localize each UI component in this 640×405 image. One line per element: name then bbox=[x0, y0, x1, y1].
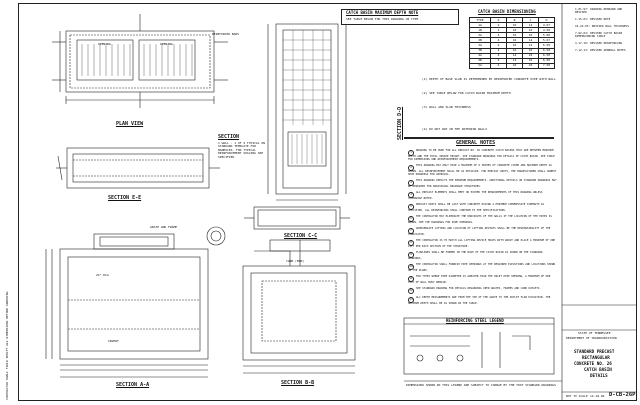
section-callout-title: SECTION bbox=[218, 134, 240, 140]
label-curb: CURB (MIN) bbox=[286, 259, 305, 263]
dim-cell: 7.50 bbox=[538, 62, 555, 69]
note-text: SEE STANDARD DRAWING FOR DETAILS REGARDI… bbox=[416, 286, 541, 290]
list-item: 3THIS DRAWING DEPICTS THE MINIMUM REQUIR… bbox=[408, 178, 558, 189]
dim-note-3: (3) WALL AND SLAB THICKNESS bbox=[422, 105, 471, 109]
note-text: ALL DEPTH MEASUREMENTS ARE FROM THE TOP … bbox=[408, 295, 551, 305]
label-grate-frame: GRATE AND FRAME bbox=[150, 225, 178, 229]
list-item: 1-01-97: DRAWING REDRAWN AND REVISED bbox=[575, 7, 623, 15]
note-text: THE CONTRACTOR SHALL FURNISH PIPE OPENIN… bbox=[408, 262, 555, 272]
dimensioning-title: CATCH BASIN DIMENSIONING bbox=[478, 9, 536, 14]
list-item: 10-22-03: REVISED WALL THICKNESS bbox=[575, 24, 629, 29]
list-item: 2THIS DRAWING MAY ONLY HAVE A MAXIMUM OF… bbox=[408, 163, 558, 177]
dim-cell: 4 bbox=[490, 62, 507, 69]
plan-view-drawing bbox=[52, 14, 228, 108]
general-notes-rule bbox=[404, 137, 554, 139]
list-item: 9FLOWLINES SHALL BE FORMED IN THE BASE O… bbox=[408, 250, 558, 261]
label-invert: INVERT bbox=[108, 339, 119, 343]
list-item: 8THE CONTRACTOR IS TO MATCH ALL LIFTING … bbox=[408, 238, 558, 249]
label-opening-1: OPENING bbox=[98, 42, 111, 46]
label-24dia: 24" DIA bbox=[96, 273, 109, 277]
list-item: 10THE CONTRACTOR SHALL FURNISH PIPE OPEN… bbox=[408, 262, 558, 273]
max-depth-title: CATCH BASIN MAXIMUM DEPTH NOTE bbox=[346, 10, 419, 15]
title-line-5: DETAILS bbox=[590, 373, 608, 378]
title-date: 12-18-96 bbox=[590, 394, 605, 398]
list-item: 7-02-04: REVISED CATCH BASIN DIMENSIONIN… bbox=[575, 31, 623, 39]
section-aa-title: SECTION A-A bbox=[116, 382, 150, 388]
dim-cell: 10 bbox=[506, 62, 523, 69]
note-text: PRECAST UNITS SHALL BE CAST WITH CONCRET… bbox=[408, 202, 545, 212]
section-ee-note: 1 WALL - 1 OF 4 TYPICAL ON STANDARD TEMP… bbox=[218, 141, 265, 159]
note-text: APPROPRIATE LIFTING AND LOCATION OF LIFT… bbox=[408, 226, 551, 236]
title-dept: DEPARTMENT OF TRANSPORTATION bbox=[566, 336, 617, 340]
max-depth-text: SEE TABLE BELOW FOR THIS DRAWING CB TYPE bbox=[346, 17, 419, 21]
plan-view-title: PLAN VIEW bbox=[116, 121, 144, 127]
list-item: 7APPROPRIATE LIFTING AND LOCATION OF LIF… bbox=[408, 226, 558, 237]
sheet-border bbox=[18, 3, 637, 401]
drawing-number: D-CB-26P bbox=[609, 392, 636, 398]
label-reinf-bars: REINFORCED BARS bbox=[212, 32, 240, 36]
list-item: 13ALL DEPTH MEASUREMENTS ARE FROM THE TO… bbox=[408, 295, 558, 306]
list-item: 11FOR TYPES WHERE PIPE DIAMETER IS GREAT… bbox=[408, 274, 558, 285]
dim-note-2: (2) SEE TABLE BELOW FOR CATCH BASIN MAXI… bbox=[422, 91, 511, 95]
note-text: FLOWLINES SHALL BE FORMED IN THE BASE OF… bbox=[408, 250, 543, 260]
list-item: 1DRAWING TO BE USED FOR ALL PRECAST NO. … bbox=[408, 149, 558, 162]
section-dd-title: SECTION D-D bbox=[397, 106, 403, 140]
revisions-list: 1-01-97: DRAWING REDRAWN AND REVISED 1-1… bbox=[575, 7, 630, 57]
max-depth-box bbox=[341, 9, 459, 25]
note-text: DRAWING TO BE USED FOR ALL PRECAST NO. 2… bbox=[408, 149, 555, 161]
label-opening-2: OPENING bbox=[160, 42, 173, 46]
section-cc-title: SECTION C-C bbox=[284, 233, 318, 239]
list-item: 6THE CONTRACTOR MAY ELIMINATE THE KNOCKO… bbox=[408, 214, 558, 225]
note-text: THIS DRAWING DEPICTS THE MINIMUM REQUIRE… bbox=[408, 178, 557, 188]
bottom-note: DIMENSIONS SHOWN IN THIS LEGEND ARE SUBJ… bbox=[406, 383, 556, 387]
section-cc-drawing bbox=[244, 206, 350, 230]
note-text: THIS DRAWING MAY ONLY HAVE A MAXIMUM OF … bbox=[408, 163, 557, 176]
section-aa-drawing bbox=[45, 226, 226, 378]
steel-legend-lines bbox=[403, 317, 555, 375]
section-bb-drawing bbox=[242, 239, 356, 374]
list-item: 4ALL PRECAST ELEMENTS SHALL MEET OR EXCE… bbox=[408, 190, 558, 201]
list-item: 5PRECAST UNITS SHALL BE CAST WITH CONCRE… bbox=[408, 202, 558, 213]
section-bb-title: SECTION B-B bbox=[281, 380, 315, 386]
title-scale: NOT TO SCALE bbox=[566, 394, 588, 398]
dim-note-1: (1) DEPTH OF BASE SLAB IS DETERMINED BY … bbox=[422, 77, 556, 81]
list-item: 12SEE STANDARD DRAWING FOR DETAILS REGAR… bbox=[408, 286, 558, 294]
list-item: 3-17-10: REVISED REINFORCING bbox=[575, 41, 623, 46]
note-text: THE CONTRACTOR MAY ELIMINATE THE KNOCKOU… bbox=[408, 214, 552, 224]
note-text: ALL PRECAST ELEMENTS SHALL MEET OR EXCEE… bbox=[408, 190, 543, 200]
dim-note-4: (4) DO NOT USE IN THE INTERIOR WALLS bbox=[422, 127, 488, 131]
note-text: THE CONTRACTOR IS TO MATCH ALL LIFTING D… bbox=[408, 238, 555, 248]
note-text: FOR TYPES WHERE PIPE DIAMETER IS GREATER… bbox=[408, 274, 551, 284]
title-line-2: RECTANGULAR bbox=[582, 355, 610, 360]
title-line-1: STANDARD PRECAST bbox=[574, 349, 615, 354]
title-state: STATE OF TENNESSEE bbox=[578, 331, 611, 335]
note-number: 12 bbox=[408, 287, 414, 294]
general-notes-title: GENERAL NOTES bbox=[456, 140, 496, 146]
title-line-4: CATCH BASIN bbox=[584, 367, 612, 372]
list-item: 1-15-01: REVISED NOTE bbox=[575, 17, 611, 22]
steel-legend-title: REINFORCING STEEL LEGEND bbox=[446, 318, 504, 323]
list-item: 7-12-13: REVISED GENERAL NOTES bbox=[575, 48, 626, 53]
section-dd-drawing bbox=[267, 23, 347, 201]
section-ee-drawing bbox=[56, 147, 220, 189]
title-line-3: CONCRETE NO. 26 bbox=[574, 361, 612, 366]
dim-cell: 5A bbox=[469, 62, 491, 69]
dim-cell: 24 bbox=[522, 62, 539, 69]
side-note: CONTRACTOR SHALL FIELD VERIFY ALL DIMENS… bbox=[5, 291, 9, 400]
section-ee-title: SECTION E-E bbox=[108, 195, 142, 201]
general-notes-list: 1DRAWING TO BE USED FOR ALL PRECAST NO. … bbox=[408, 149, 558, 309]
